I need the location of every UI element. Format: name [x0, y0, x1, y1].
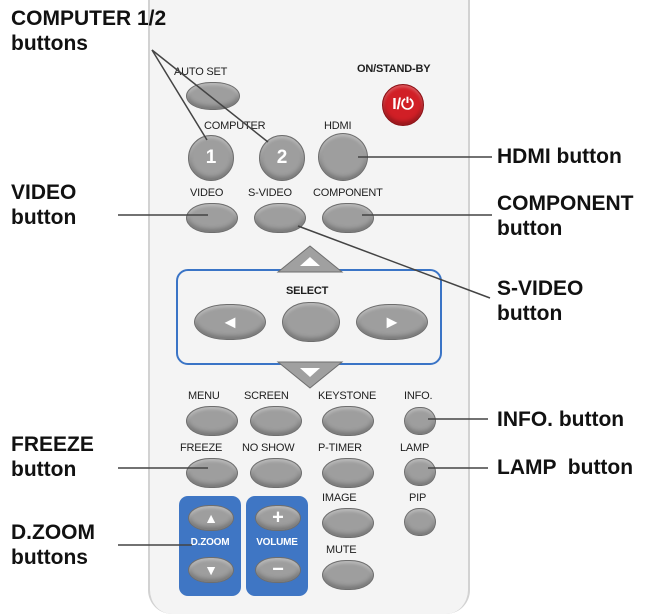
callout-component-line1: COMPONENT — [497, 192, 634, 215]
d-zoom-up-button[interactable]: ▲ — [188, 505, 234, 531]
callout-lamp: LAMP button — [497, 455, 633, 480]
menu-button[interactable] — [186, 406, 238, 436]
computer-1-button[interactable]: 1 — [188, 135, 234, 181]
right-arrow-icon: ▶ — [386, 313, 398, 330]
pip-label: PIP — [409, 492, 427, 504]
screen-button[interactable] — [250, 406, 302, 436]
callout-video-line2: button — [11, 206, 77, 229]
no-show-label: NO SHOW — [242, 442, 295, 454]
computer-2-button[interactable]: 2 — [259, 135, 305, 181]
menu-label: MENU — [188, 390, 220, 402]
callout-computer-line1: COMPUTER 1/2 — [11, 7, 167, 30]
image-button[interactable] — [322, 508, 374, 538]
p-timer-label: P-TIMER — [318, 442, 362, 454]
callout-d-zoom-line2: buttons — [11, 546, 88, 569]
info-label: INFO. — [404, 390, 433, 402]
leader-computer-2 — [151, 49, 269, 143]
hdmi-label: HDMI — [324, 120, 352, 132]
callout-video: VIDEO button — [11, 180, 76, 230]
left-arrow-button[interactable]: ◀ — [194, 304, 266, 340]
callout-d-zoom: D.ZOOM buttons — [11, 520, 95, 570]
screen-label: SCREEN — [244, 390, 289, 402]
up-arrow-button[interactable] — [276, 245, 344, 273]
callout-hdmi: HDMI button — [497, 144, 622, 169]
mute-label: MUTE — [326, 544, 357, 556]
power-icon: I/⏻ — [392, 96, 414, 113]
callout-d-zoom-line1: D.ZOOM — [11, 521, 95, 544]
mute-button[interactable] — [322, 560, 374, 590]
volume-down-button[interactable]: − — [255, 557, 301, 583]
callout-component: COMPONENT button — [497, 191, 634, 241]
callout-video-line1: VIDEO — [11, 181, 77, 204]
up-triangle-icon: ▲ — [204, 510, 218, 526]
keystone-label: KEYSTONE — [318, 390, 377, 402]
power-button[interactable]: I/⏻ — [382, 84, 424, 126]
callout-component-line2: button — [497, 217, 563, 240]
on-standby-label: ON/STAND-BY — [357, 63, 431, 75]
select-button[interactable] — [282, 302, 340, 342]
d-zoom-down-button[interactable]: ▼ — [188, 557, 234, 583]
lamp-button[interactable] — [404, 458, 436, 486]
freeze-button[interactable] — [186, 458, 238, 488]
callout-hdmi-line1: HDMI button — [497, 145, 622, 168]
callout-s-video-line2: button — [497, 302, 563, 325]
leader-computer-1 — [151, 49, 208, 141]
callout-s-video-line1: S-VIDEO — [497, 277, 584, 300]
callout-info: INFO. button — [497, 407, 624, 432]
video-button[interactable] — [186, 203, 238, 233]
callout-info-line1: INFO. button — [497, 408, 625, 431]
down-arrow-button[interactable] — [276, 361, 344, 389]
callout-freeze-line2: button — [11, 458, 77, 481]
info-button[interactable] — [404, 407, 436, 435]
callout-lamp-line1: LAMP button — [497, 456, 634, 479]
keystone-button[interactable] — [322, 406, 374, 436]
component-button[interactable] — [322, 203, 374, 233]
callout-freeze-line1: FREEZE — [11, 433, 94, 456]
computer-1-text: 1 — [205, 147, 217, 168]
volume-label: VOLUME — [256, 537, 298, 548]
callout-freeze: FREEZE button — [11, 432, 94, 482]
volume-up-button[interactable]: + — [255, 505, 301, 531]
left-arrow-icon: ◀ — [224, 313, 236, 330]
component-label: COMPONENT — [313, 187, 383, 199]
callout-computer: COMPUTER 1/2 buttons — [11, 6, 166, 56]
callout-s-video: S-VIDEO button — [497, 276, 583, 326]
auto-set-button[interactable] — [186, 82, 240, 110]
select-label: SELECT — [286, 285, 329, 297]
leader-s-video — [297, 225, 491, 299]
p-timer-button[interactable] — [322, 458, 374, 488]
computer-2-text: 2 — [276, 147, 288, 168]
minus-icon: − — [272, 558, 284, 581]
s-video-label: S-VIDEO — [248, 187, 292, 199]
down-triangle-icon: ▼ — [204, 562, 218, 578]
s-video-button[interactable] — [254, 203, 306, 233]
no-show-button[interactable] — [250, 458, 302, 488]
image-label: IMAGE — [322, 492, 357, 504]
video-label: VIDEO — [190, 187, 224, 199]
plus-icon: + — [272, 506, 284, 529]
freeze-label: FREEZE — [180, 442, 223, 454]
lamp-label: LAMP — [400, 442, 430, 454]
computer-label: COMPUTER — [204, 120, 266, 132]
auto-set-label: AUTO SET — [174, 66, 228, 78]
d-zoom-label: D.ZOOM — [190, 537, 230, 548]
right-arrow-button[interactable]: ▶ — [356, 304, 428, 340]
pip-button[interactable] — [404, 508, 436, 536]
callout-computer-line2: buttons — [11, 32, 88, 55]
